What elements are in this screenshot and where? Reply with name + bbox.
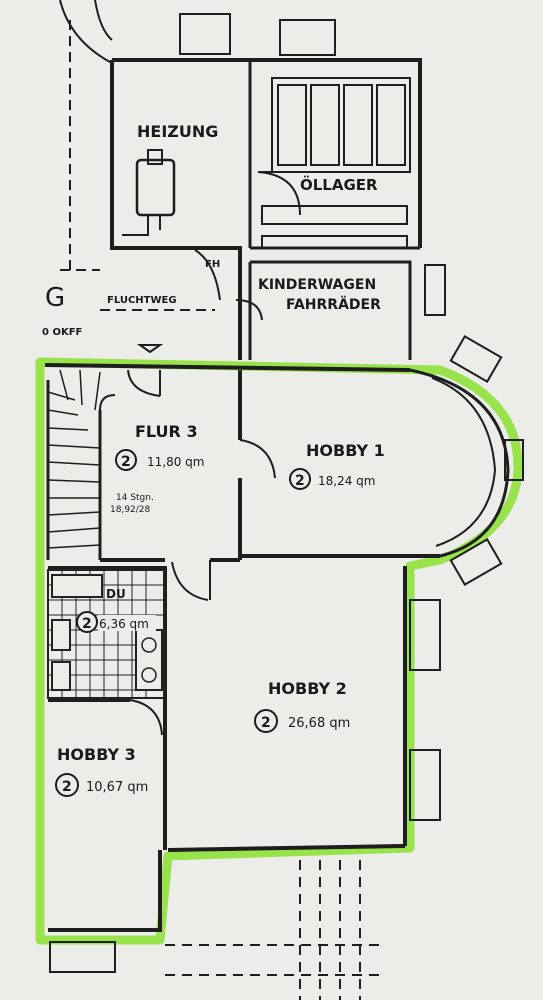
room-area-flur3: 11,80 qm [147,455,204,469]
stair-label-2: 18,92/28 [110,505,151,515]
label-oellager: ÖLLAGER [300,175,378,194]
room-hobby2: HOBBY 2 2 26,68 qm [254,679,350,733]
room-name-flur3: FLUR 3 [135,422,198,441]
unit-highlight-outline [35,357,523,945]
room-hobby1: HOBBY 1 2 18,24 qm [289,441,385,490]
staircase [46,369,116,560]
room-flur3: FLUR 3 2 11,80 qm 14 Stgn. 18,92/28 [110,422,204,515]
stair-label-1: 14 Stgn. [116,493,154,503]
label-g: G [45,283,65,313]
room-marker-hobby3: 2 [62,779,72,795]
room-marker-circle [55,773,79,797]
room-area-hobby1: 18,24 qm [318,474,375,488]
room-marker-circle [115,449,137,471]
label-dusche: DU [106,587,126,601]
label-heizung: HEIZUNG [137,122,218,141]
unit-walls [44,335,524,1000]
label-okff: 0 OKFF [42,327,82,338]
room-marker-flur3: 2 [121,454,131,470]
room-marker-circle [76,611,98,633]
label-fluchtweg: FLUCHTWEG [107,295,177,306]
room-marker-hobby1: 2 [295,473,305,489]
room-marker-circle [289,468,311,490]
label-kinderwagen: KINDERWAGEN [258,277,376,293]
room-marker-hobby2: 2 [261,715,271,731]
room-name-hobby1: HOBBY 1 [306,441,385,460]
room-area-hobby3: 10,67 qm [86,780,148,795]
room-marker-circle [254,709,278,733]
room-name-hobby2: HOBBY 2 [268,679,347,698]
room-area-hobby2: 26,68 qm [288,716,350,731]
upper-rooms [59,0,446,360]
room-area-bad: 6,36 qm [99,617,149,631]
room-hobby3: HOBBY 3 2 10,67 qm [55,745,148,797]
room-bad: DU 2 6,36 qm [76,587,156,633]
label-fahrraeder: FAHRRÄDER [286,296,381,313]
room-name-hobby3: HOBBY 3 [57,745,136,764]
area-label-bg [98,615,156,631]
room-marker-bad: 2 [82,616,92,632]
label-fh: FH [205,259,220,270]
